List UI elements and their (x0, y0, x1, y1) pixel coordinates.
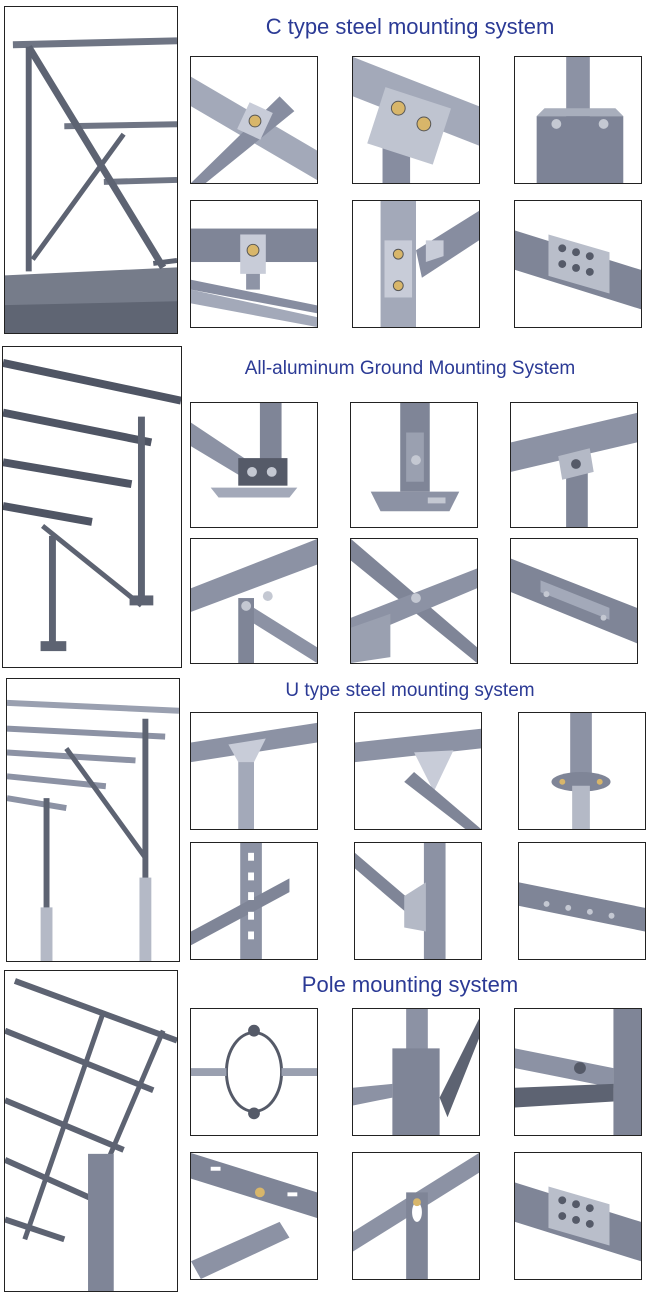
section-c-type: C type steel mounting system (0, 0, 650, 338)
detail-image-slotted-rail (518, 842, 646, 960)
detail-image-brace-bracket (354, 712, 482, 830)
section-pole: Pole mounting system (0, 966, 650, 1298)
detail-image-clamp-ring (190, 1008, 318, 1136)
detail-image-angle-bracket (352, 200, 480, 328)
section-title: C type steel mounting system (265, 14, 555, 39)
detail-image-side-brace (354, 842, 482, 960)
detail-image-rail-connector (510, 402, 638, 528)
detail-grid (190, 712, 646, 960)
detail-image-splice (510, 538, 638, 664)
section-title: All-aluminum Ground Mounting System (244, 358, 576, 379)
detail-image-slotted-post (190, 842, 318, 960)
section-aluminum: All-aluminum Ground Mounting System (0, 340, 650, 670)
detail-image-flange (518, 712, 646, 830)
detail-image-beam-brace (190, 538, 318, 664)
detail-image-bolted-plate (352, 56, 480, 184)
detail-image-splice (514, 1152, 642, 1280)
detail-image-top-bracket (190, 712, 318, 830)
u-type-structure-image (6, 678, 180, 962)
detail-image-slotted-rail (190, 1152, 318, 1280)
detail-image-base-joint (190, 402, 318, 528)
detail-image-foot-plate (350, 402, 478, 528)
detail-image-splice (514, 200, 642, 328)
detail-grid (190, 402, 642, 664)
detail-image-rail-clamp (190, 200, 318, 328)
detail-image-slot-joint (352, 1152, 480, 1280)
section-title: Pole mounting system (301, 972, 519, 997)
section-u-type: U type steel mounting system (0, 672, 650, 964)
aluminum-structure-image (2, 346, 182, 668)
detail-image-base-plate (514, 56, 642, 184)
detail-image-rail-channel (350, 538, 478, 664)
section-title: U type steel mounting system (285, 680, 535, 701)
detail-image-brace-joint (190, 56, 318, 184)
detail-image-rail-bolt (514, 1008, 642, 1136)
c-type-structure-image (4, 6, 178, 334)
pole-structure-image (4, 970, 178, 1292)
detail-grid (190, 1008, 642, 1280)
detail-grid (190, 56, 642, 328)
detail-image-sleeve (352, 1008, 480, 1136)
